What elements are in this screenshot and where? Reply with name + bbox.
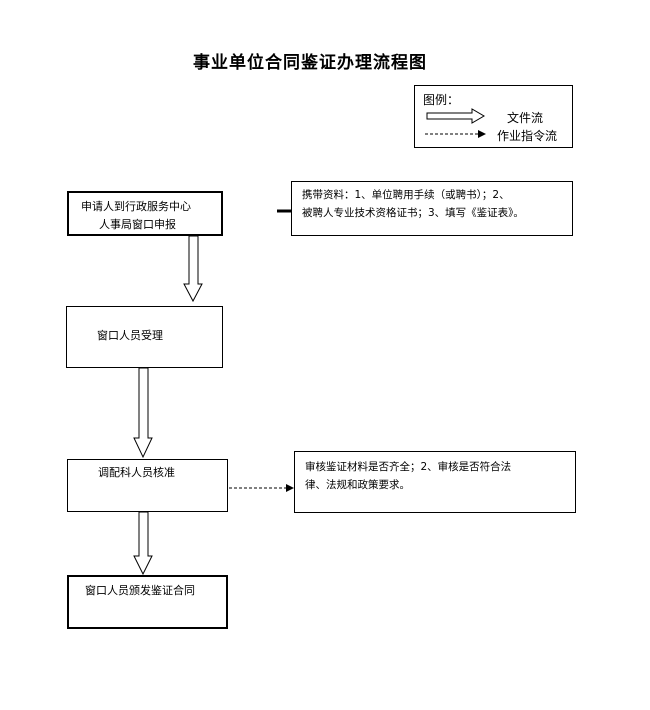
step-approve-line-1: 调配科人员核准: [98, 466, 175, 479]
legend: 图例： 文件流 作业指令流: [414, 85, 573, 148]
note-materials-line-1: 携带资料：1、单位聘用手续（或聘书）；2、: [302, 189, 510, 201]
legend-file-flow-label: 文件流: [507, 111, 544, 125]
legend-instruction-flow-label: 作业指令流: [497, 129, 558, 143]
step-apply-line-2: 人事局窗口申报: [99, 218, 176, 231]
legend-title: 图例：: [423, 93, 460, 107]
legend-file-flow-arrow: [426, 108, 485, 124]
step-accept-line-1: 窗口人员受理: [97, 329, 163, 342]
step-apply-line-1: 申请人到行政服务中心: [81, 200, 191, 213]
step-issue: 窗口人员颁发鉴证合同: [67, 575, 228, 629]
legend-instruction-flow-arrow: [425, 130, 486, 138]
step-approve: 调配科人员核准: [67, 459, 228, 512]
note-review-line-1: 审核鉴证材料是否齐全；2、审核是否符合法: [305, 461, 512, 473]
note-review: 审核鉴证材料是否齐全；2、审核是否符合法 律、法规和政策要求。: [294, 451, 576, 513]
note-materials-line-2: 被聘人专业技术资格证书；3、填写《鉴证表》。: [302, 207, 524, 219]
step-apply: 申请人到行政服务中心 人事局窗口申报: [67, 191, 223, 236]
page-title: 事业单位合同鉴证办理流程图: [193, 53, 427, 73]
step-issue-line-1: 窗口人员颁发鉴证合同: [85, 584, 195, 597]
flow-arrow-apply-to-accept: [183, 235, 203, 303]
instruction-arrow-to-review-note: [229, 484, 294, 492]
flow-arrow-approve-to-issue: [133, 511, 153, 576]
note-materials: 携带资料：1、单位聘用手续（或聘书）；2、 被聘人专业技术资格证书；3、填写《鉴…: [291, 181, 573, 236]
flow-arrow-accept-to-approve: [133, 367, 153, 459]
note-review-line-2: 律、法规和政策要求。: [305, 479, 410, 491]
step-accept: 窗口人员受理: [66, 306, 223, 368]
